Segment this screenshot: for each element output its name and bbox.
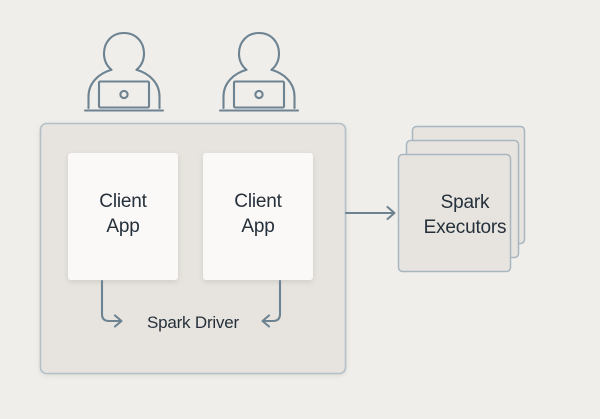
- spark-executors-label: Spark Executors: [403, 190, 527, 240]
- client-app-label-2-line2: App: [241, 216, 275, 238]
- head-left-icon: [102, 31, 126, 71]
- shoulder-right-icon: [270, 68, 296, 110]
- client-app-label-1-line1: Client: [99, 191, 147, 212]
- client-app-2-to-driver-arrow: [261, 279, 282, 328]
- client-app-label-1-line2: App: [106, 216, 140, 238]
- head-right-icon: [257, 31, 281, 71]
- laptop-dot-icon: [254, 89, 264, 100]
- spark-executors-label-line2: Executors: [423, 217, 507, 239]
- client-app-box-1[interactable]: [68, 153, 178, 280]
- person-laptop-icon-1: [83, 31, 165, 112]
- client-app-label-1: Client App: [68, 189, 178, 239]
- executors-stack-front[interactable]: [397, 153, 512, 273]
- client-app-label-2-line1: Client: [234, 191, 282, 212]
- client-app-label-2: Client App: [203, 189, 313, 239]
- laptop-dot-icon: [119, 89, 129, 100]
- spark-driver-label: Spark Driver: [146, 313, 240, 332]
- client-app-1-to-driver-arrow: [100, 279, 123, 328]
- laptop-screen-icon: [97, 80, 151, 109]
- container-to-executors-arrow: [344, 205, 396, 221]
- client-app-box-2[interactable]: [203, 153, 313, 280]
- shoulder-right-icon: [135, 68, 161, 110]
- head-left-icon: [237, 31, 261, 71]
- shoulder-left-icon: [222, 68, 248, 110]
- spark-executors-label-line1: Spark: [440, 192, 490, 213]
- head-right-icon: [122, 31, 146, 71]
- shoulder-left-icon: [87, 68, 113, 110]
- laptop-screen-icon: [232, 80, 286, 109]
- person-laptop-icon-2: [218, 31, 300, 112]
